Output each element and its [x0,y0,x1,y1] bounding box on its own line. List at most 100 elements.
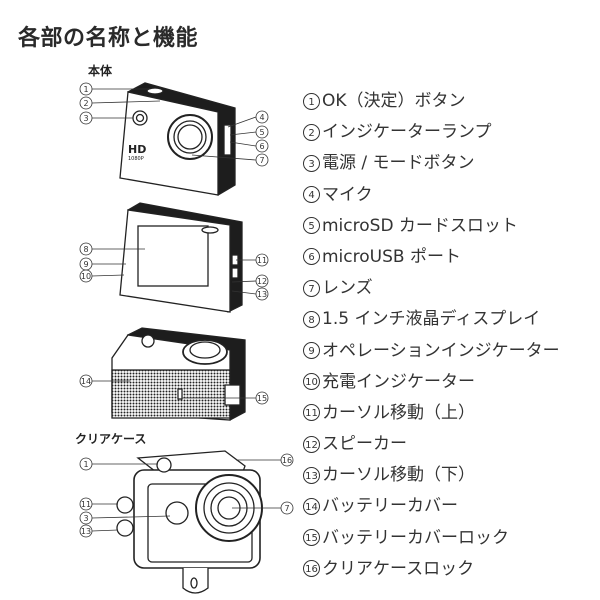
section-heading-body: 本体 [88,64,113,78]
part-label: 電源 / モードボタン [322,153,475,174]
part-label: インジケーターランプ [322,122,492,143]
svg-text:13: 13 [81,527,91,536]
callout-1-case: 1 [79,457,158,471]
part-label: カーソル移動（下） [322,465,475,486]
hd-logo-sub: 1080P [128,156,144,162]
item-number-badge: 2 [303,123,320,141]
callout-15: 15 [182,391,269,405]
svg-text:12: 12 [257,277,267,286]
item-number-badge: 3 [303,154,320,172]
callout-12: 12 [231,274,269,288]
callout-11-back: 11 [236,253,269,267]
part-label: レンズ [322,278,373,299]
part-label: カーソル移動（上） [322,402,475,423]
svg-text:7: 7 [259,156,264,165]
svg-text:9: 9 [83,260,88,269]
callout-10: 10 [79,269,125,283]
svg-text:11: 11 [81,500,91,509]
part-label: オペレーションインジケーター [322,340,560,361]
svg-text:3: 3 [83,114,88,123]
item-number-badge: 14 [303,497,320,515]
callout-16: 16 [236,453,294,467]
page-title: 各部の名称と機能 [18,26,199,51]
hd-logo: HD [128,143,146,156]
item-number-badge: 9 [303,342,320,359]
part-label: 1.5 インチ液晶ディスプレイ [322,309,541,330]
callout-13-back: 13 [231,287,269,301]
callout-7-front: 7 [191,153,269,167]
svg-text:2: 2 [83,99,88,108]
item-number-badge: 15 [303,529,320,547]
part-label: microUSB ポート [322,246,461,267]
part-label: バッテリーカバーロック [322,527,509,548]
callout-11-case: 11 [79,497,118,511]
part-label: クリアケースロック [322,558,475,579]
callout-6-front: 6 [229,139,269,153]
part-label: バッテリーカバー [322,496,458,517]
clear-case-illustration [116,450,263,594]
svg-text:1: 1 [83,85,88,94]
svg-text:7: 7 [284,504,289,513]
svg-text:11: 11 [257,256,267,265]
callout-3-front: 3 [79,111,133,125]
item-number-badge: 1 [303,92,320,110]
callout-7-case: 7 [232,501,294,515]
part-label: マイク [322,184,373,205]
svg-text:13: 13 [257,290,267,299]
item-number-badge: 13 [303,466,320,484]
callout-1-front: 1 [79,82,150,96]
part-label: 充電インジケーター [322,371,475,392]
camera-top-illustration [111,327,246,421]
svg-text:15: 15 [257,394,267,403]
callout-4-front: 4 [227,110,269,128]
svg-text:4: 4 [259,113,264,122]
callout-5-front: 5 [229,125,269,139]
svg-text:5: 5 [259,128,264,137]
part-label: スピーカー [322,434,407,455]
svg-text:14: 14 [81,377,91,386]
item-number-badge: 4 [303,186,320,204]
svg-text:3: 3 [83,514,88,523]
svg-text:16: 16 [282,456,292,465]
part-label: microSD カードスロット [322,215,518,236]
camera-front-illustration: HD 1080P [119,82,236,196]
svg-text:8: 8 [83,245,88,254]
svg-text:1: 1 [83,460,88,469]
callout-9: 9 [79,257,126,271]
callout-2-front: 2 [79,96,161,110]
item-number-badge: 8 [303,310,320,328]
camera-back-illustration [119,202,243,313]
item-number-badge: 6 [303,248,320,266]
part-label: OK（決定）ボタン [322,91,466,111]
item-number-badge: 12 [303,435,320,453]
section-heading-clear-case: クリアケース [75,432,147,446]
callout-8: 8 [79,242,145,256]
svg-text:6: 6 [259,142,264,151]
callout-14: 14 [79,374,130,388]
callout-3-case: 3 [79,511,171,525]
item-number-badge: 7 [303,279,320,297]
item-number-badge: 10 [303,373,320,391]
svg-text:10: 10 [81,272,91,281]
item-number-badge: 16 [303,560,320,578]
item-number-badge: 5 [303,217,320,235]
item-number-badge: 11 [303,404,320,422]
